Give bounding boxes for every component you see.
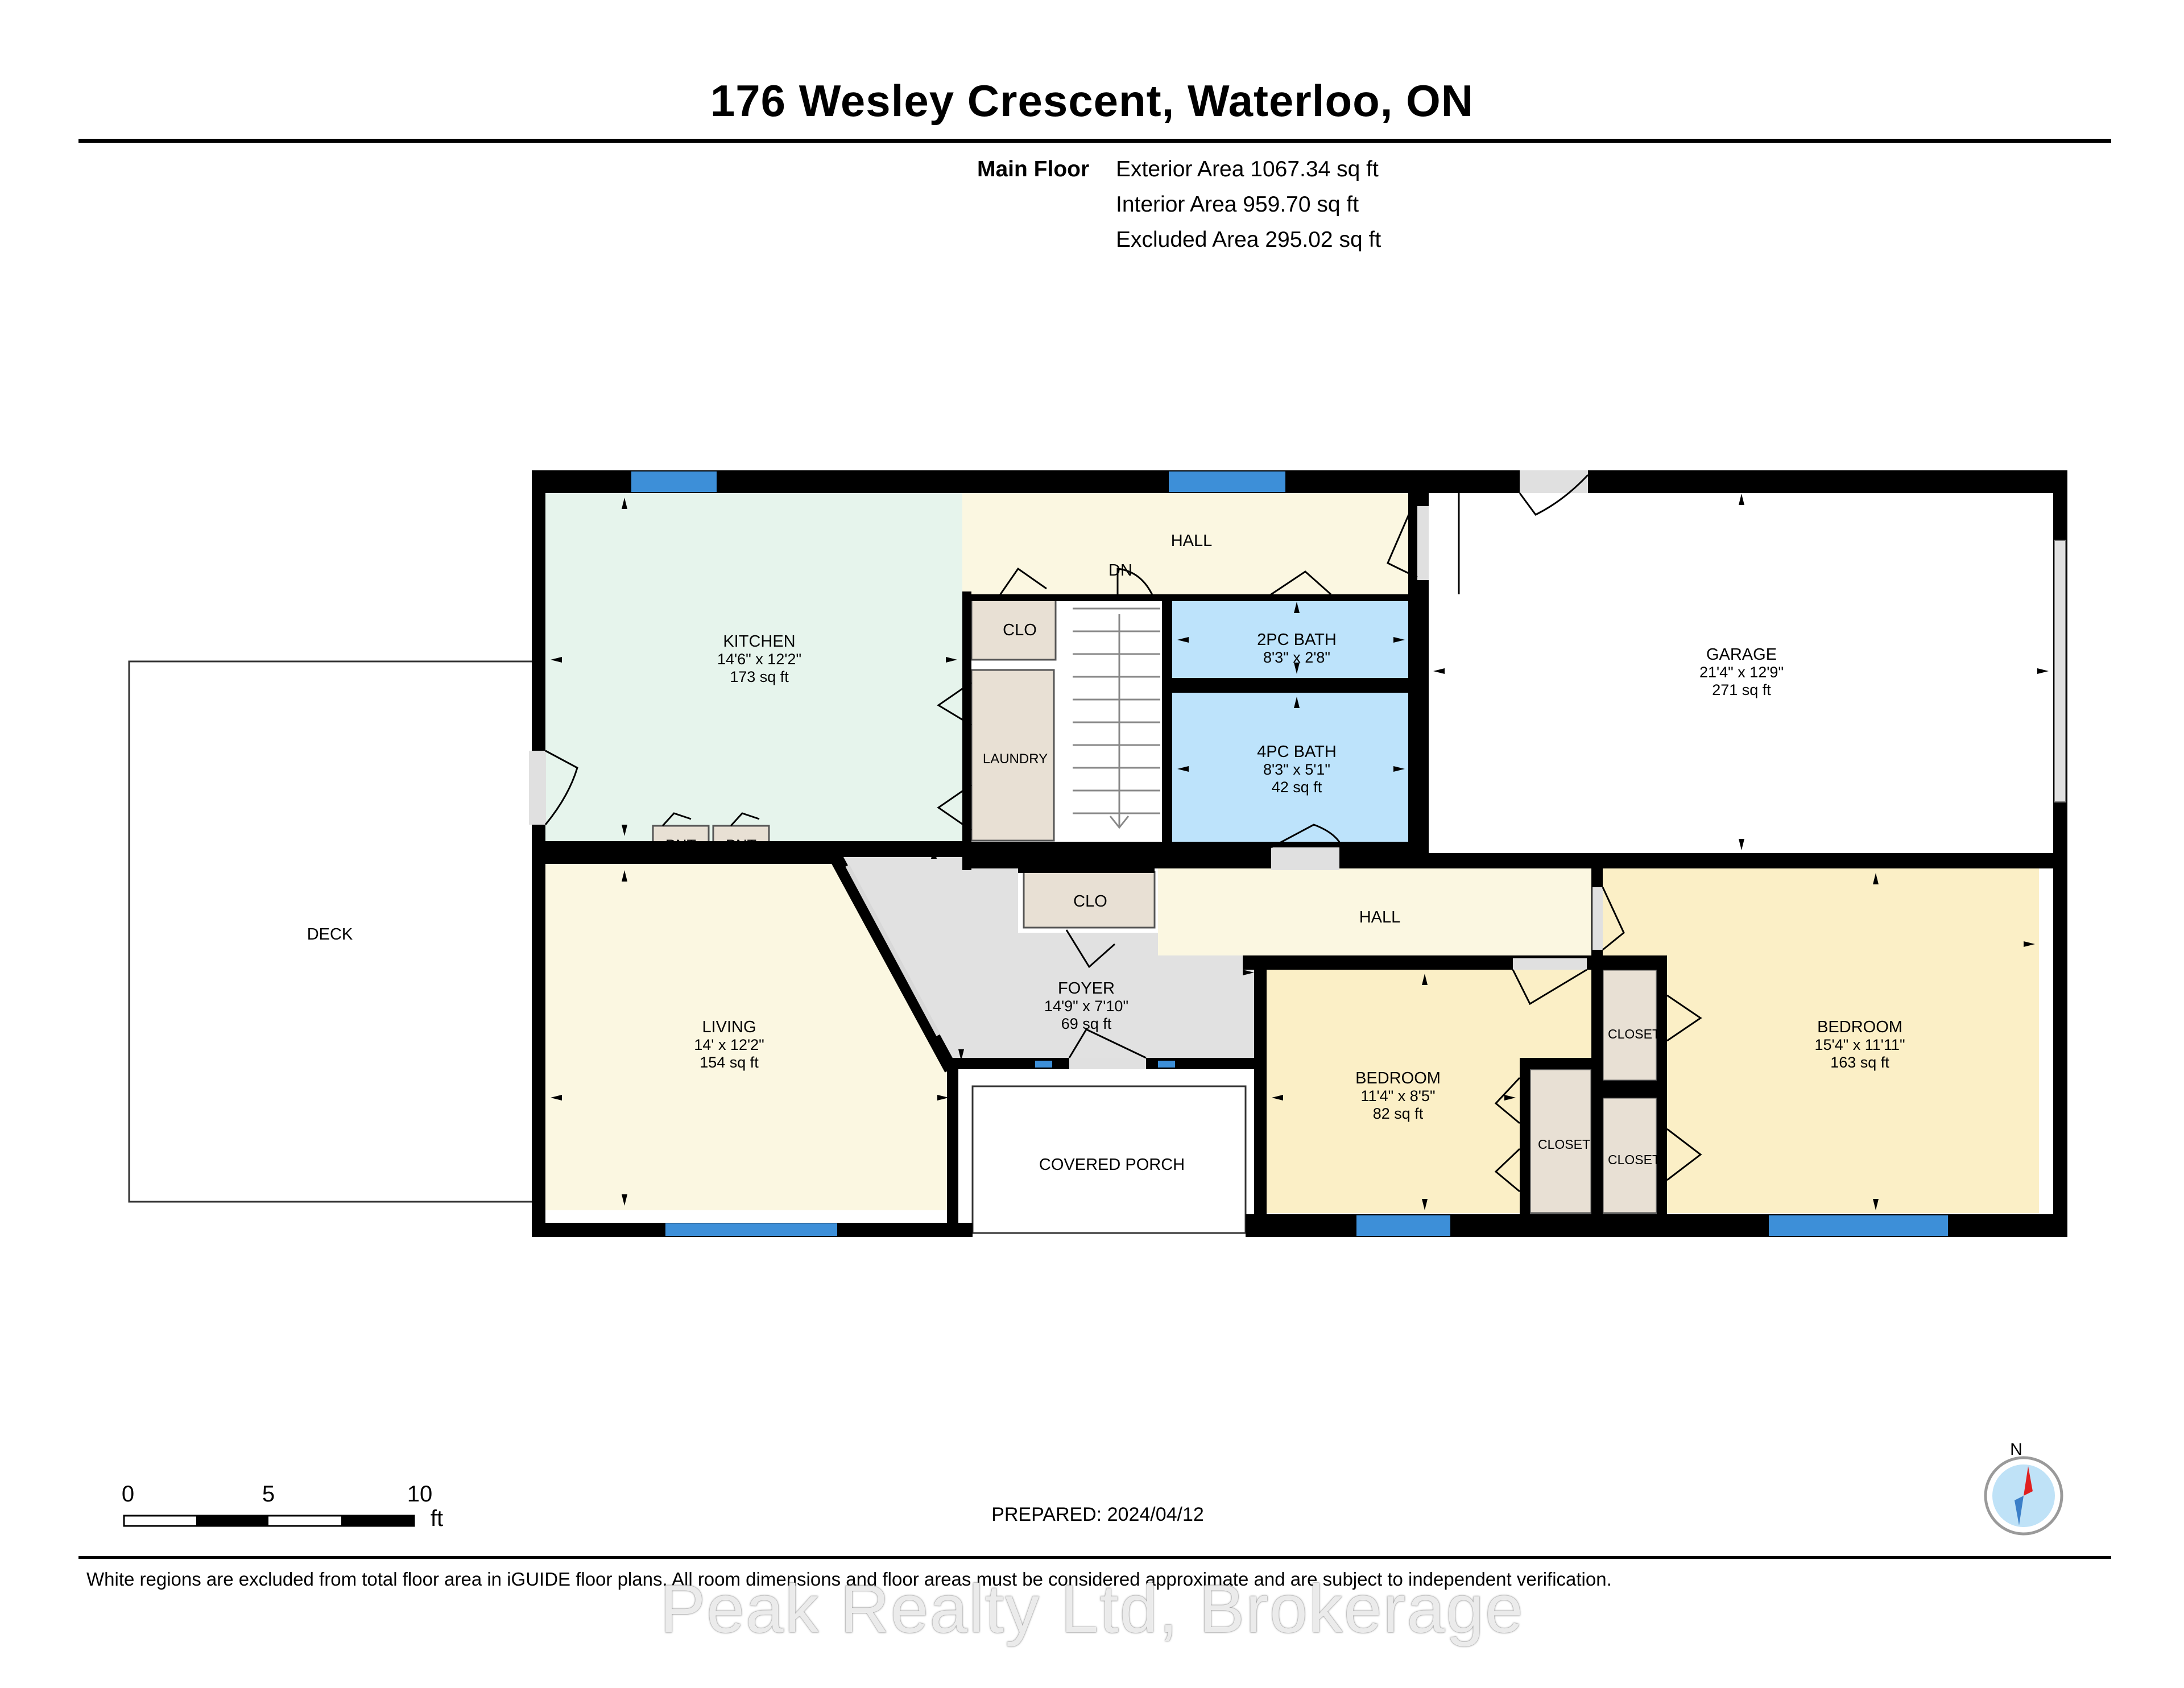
bedroom-small-label: BEDROOM (1355, 1069, 1441, 1087)
doors (529, 470, 1702, 1193)
stairs-area (1070, 600, 1161, 842)
foyer-area (833, 841, 1257, 1066)
scale-bar: 0 5 10 ft (122, 1482, 443, 1531)
bath4-label: 4PC BATH (1257, 743, 1337, 761)
bath2-area (1172, 597, 1408, 678)
living-area-text: 154 sq ft (700, 1054, 759, 1071)
closet-a-area (1602, 969, 1658, 1082)
bath4-area (1172, 693, 1408, 842)
living-area (544, 864, 950, 1210)
bath4-dims: 8'3" x 5'1" (1263, 761, 1330, 778)
exterior-area: Exterior Area 1067.34 sq ft (1116, 157, 1379, 181)
closet-b-label: CLOSET (1538, 1137, 1590, 1152)
disclaimer-text: White regions are excluded from total fl… (86, 1569, 1612, 1590)
living-label: LIVING (702, 1018, 756, 1036)
page-title: 176 Wesley Crescent, Waterloo, ON (710, 76, 1474, 126)
closet-a-label: CLOSET (1608, 1027, 1660, 1041)
interior-area: Interior Area 959.70 sq ft (1116, 192, 1359, 217)
garage-door (2054, 540, 2066, 802)
laundry-label: LAUNDRY (983, 751, 1048, 767)
scale-label-10: 10 (407, 1482, 433, 1507)
bedroom-large-label: BEDROOM (1817, 1018, 1902, 1036)
garage-area (1429, 488, 2050, 853)
hall-mid-label: HALL (1359, 908, 1401, 926)
scale-unit: ft (431, 1506, 443, 1531)
footer-rule (78, 1556, 2111, 1559)
windows (631, 471, 1948, 1236)
bedroom-large-area (1603, 868, 2039, 1213)
bedroom-small-dims: 11'4" x 8'5" (1360, 1087, 1435, 1104)
watermark: Peak Realty Ltd, Brokerage (660, 1571, 1524, 1647)
living-angled-wall (827, 849, 957, 1073)
deck-label: DECK (307, 925, 353, 944)
stairs (1073, 607, 1160, 829)
deck (128, 660, 535, 1203)
closet-c-area (1602, 1097, 1658, 1214)
dimension-markers (551, 494, 2049, 1210)
kitchen-dims: 14'6" x 12'2" (717, 651, 801, 668)
stairs-dn-label: DN (1108, 561, 1132, 580)
clo-foyer-label: CLO (1073, 892, 1107, 911)
foyer-area-text: 69 sq ft (1061, 1015, 1112, 1032)
kitchen-area-text: 173 sq ft (730, 668, 789, 685)
kitchen-label: KITCHEN (723, 632, 795, 651)
excluded-area: Excluded Area 295.02 sq ft (1116, 227, 1381, 252)
bath2-label: 2PC BATH (1257, 631, 1337, 649)
hall-mid-area (1158, 868, 1598, 955)
bedroom-large-area-text: 163 sq ft (1830, 1054, 1889, 1071)
scale-label-0: 0 (122, 1482, 134, 1507)
porch-label: COVERED PORCH (1039, 1156, 1185, 1174)
compass-n-label: N (2010, 1440, 2022, 1459)
laundry-area (970, 669, 1055, 842)
hall-top-area (962, 493, 1429, 595)
scale-label-5: 5 (262, 1482, 275, 1507)
bedroom-large-dims: 15'4" x 11'11" (1814, 1036, 1905, 1053)
hall-top-label: HALL (1171, 532, 1213, 550)
floor-name: Main Floor (977, 157, 1090, 181)
clo-foyer-area (1023, 871, 1156, 929)
compass-icon: N (1984, 1440, 2063, 1536)
bath2-dims: 8'3" x 2'8" (1263, 649, 1330, 666)
prepared-date: PREPARED: 2024/04/12 (991, 1504, 1204, 1525)
porch-area (971, 1085, 1247, 1234)
clo-top-label: CLO (1003, 621, 1037, 639)
garage-dims: 21'4" x 12'9" (1699, 664, 1784, 681)
bath4-area-text: 42 sq ft (1272, 779, 1322, 796)
foyer-dims: 14'9" x 7'10" (1044, 998, 1128, 1015)
bedroom-small-area-text: 82 sq ft (1373, 1105, 1424, 1122)
closet-c-label: CLOSET (1608, 1152, 1660, 1167)
garage-area-text: 271 sq ft (1712, 681, 1771, 698)
closet-b-area (1529, 1068, 1592, 1214)
pnt1-label: PNT (665, 837, 696, 854)
foyer-label: FOYER (1058, 979, 1115, 998)
walls (532, 470, 2067, 1237)
pnt2-label: PNT (726, 837, 756, 854)
kitchen-area (544, 493, 962, 841)
garage-label: GARAGE (1706, 646, 1777, 664)
header-rule (78, 139, 2111, 143)
living-dims: 14' x 12'2" (694, 1036, 764, 1053)
